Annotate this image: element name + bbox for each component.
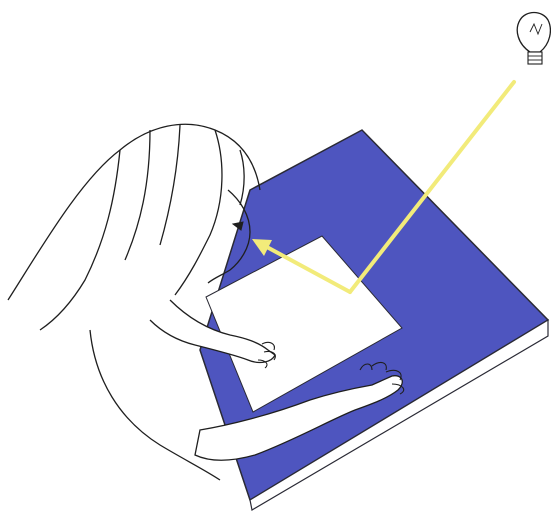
light-bulb-icon <box>517 13 550 65</box>
